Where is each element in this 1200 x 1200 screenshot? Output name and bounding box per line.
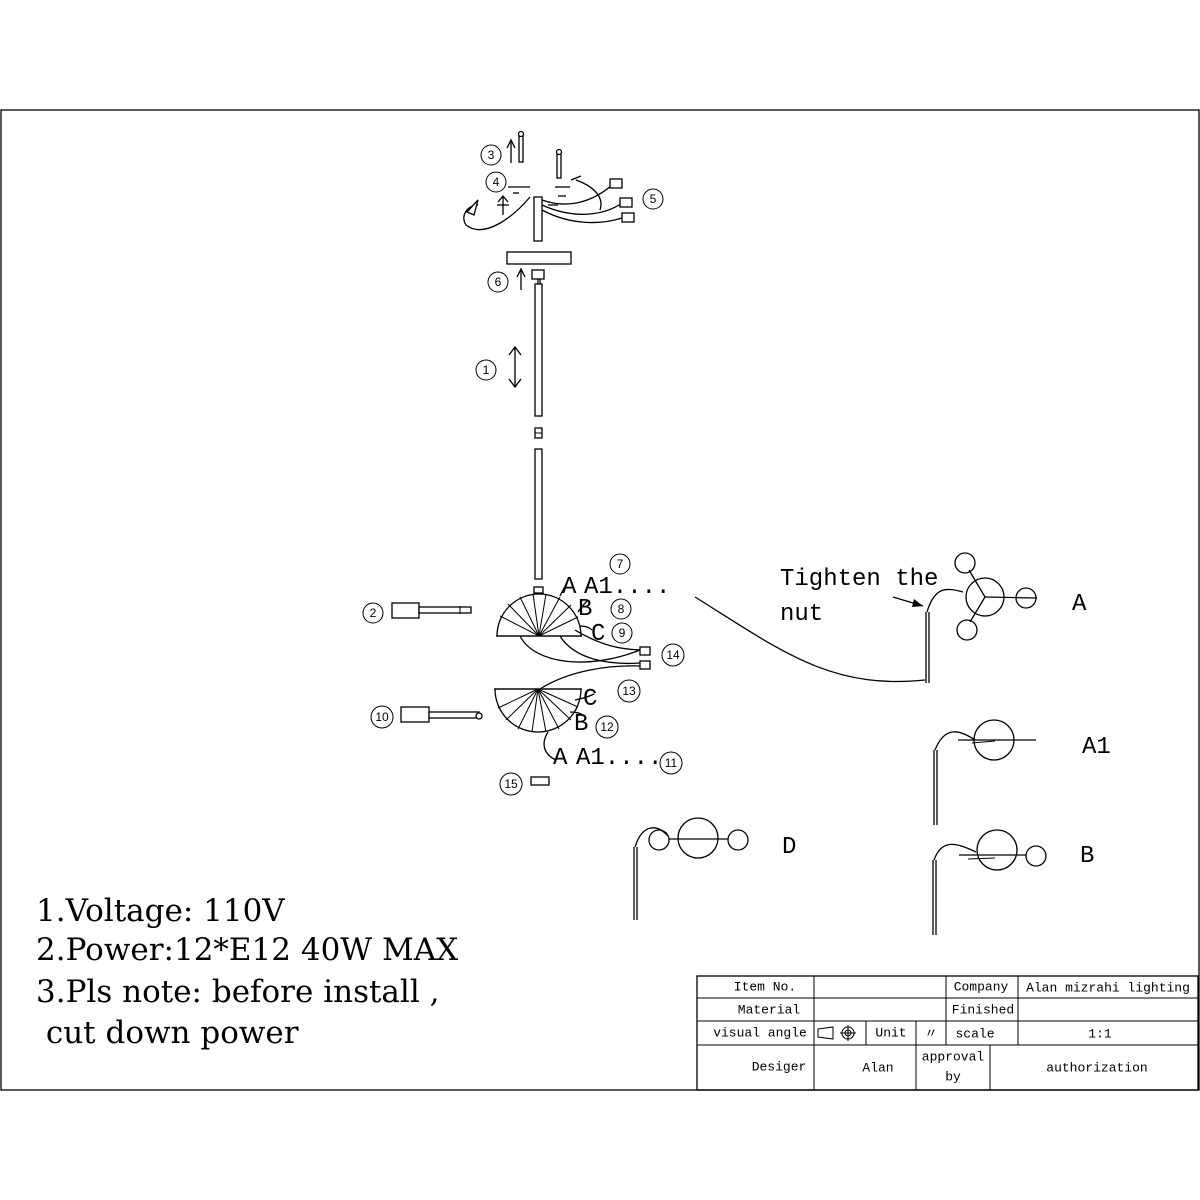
callout-10: 10 bbox=[370, 705, 394, 729]
view-b: B bbox=[932, 829, 1094, 935]
svg-text:5: 5 bbox=[650, 192, 657, 206]
company-value: Alan mizrahi lighting bbox=[1026, 981, 1190, 996]
label-top-a: A bbox=[562, 574, 577, 601]
view-d: D bbox=[633, 817, 796, 920]
svg-text:4: 4 bbox=[493, 175, 500, 189]
note-power: 2.Power:12*E12 40W MAX bbox=[36, 932, 458, 968]
view-a1: A1 bbox=[933, 719, 1111, 825]
svg-text:10: 10 bbox=[375, 710, 389, 724]
callout-11: 11 bbox=[659, 751, 683, 775]
callout-13: 13 bbox=[617, 679, 641, 703]
canopy-plate bbox=[506, 251, 572, 265]
unit-value: 〃 bbox=[924, 1027, 937, 1042]
authorization-label: authorization bbox=[1046, 1061, 1147, 1076]
note-voltage: 1.Voltage: 110V bbox=[36, 893, 285, 929]
callout-5: 5 bbox=[642, 188, 664, 210]
view-d-label: D bbox=[782, 834, 796, 861]
scale-value: 1:1 bbox=[1088, 1027, 1112, 1042]
callout-15: 15 bbox=[499, 772, 523, 796]
callout-4: 4 bbox=[485, 171, 507, 193]
label-bot-b: B bbox=[574, 711, 588, 738]
label-bot-a: A bbox=[553, 745, 568, 772]
svg-text:13: 13 bbox=[622, 684, 636, 698]
callout-9: 9 bbox=[611, 622, 633, 644]
callout-1: 1 bbox=[475, 359, 497, 381]
svg-text:12: 12 bbox=[600, 720, 614, 734]
svg-text:8: 8 bbox=[618, 602, 625, 616]
label-bot-a1: A1.... bbox=[576, 745, 662, 772]
designer-value: Alan bbox=[862, 1061, 893, 1076]
unit-label: Unit bbox=[875, 1026, 906, 1041]
svg-text:2: 2 bbox=[370, 606, 377, 620]
title-block: Item No. Company Alan mizrahi lighting M… bbox=[696, 975, 1199, 1091]
drawing-frame bbox=[0, 109, 1200, 1091]
notes: 1.Voltage: 110V 2.Power:12*E12 40W MAX 3… bbox=[36, 893, 458, 1051]
callout-3: 3 bbox=[480, 144, 502, 166]
tighten-text-line1: Tighten the bbox=[780, 566, 938, 593]
item-no-label: Item No. bbox=[734, 980, 796, 995]
company-label: Company bbox=[954, 980, 1009, 995]
designer-label: Desiger bbox=[752, 1060, 807, 1075]
canopy-hardware bbox=[463, 130, 635, 319]
approval-label-line2: by bbox=[945, 1070, 961, 1085]
extension-rods bbox=[508, 283, 543, 580]
part-15 bbox=[530, 776, 550, 786]
svg-text:15: 15 bbox=[504, 777, 518, 791]
projection-symbol-icon bbox=[817, 1025, 856, 1041]
label-top-b: B bbox=[578, 596, 592, 623]
tighten-text-line2: nut bbox=[780, 601, 823, 628]
arm-2 bbox=[391, 602, 472, 619]
label-top-c: C bbox=[591, 621, 605, 648]
view-a1-label: A1 bbox=[1082, 734, 1111, 761]
scale-label: scale bbox=[955, 1027, 994, 1042]
visual-angle-label: visual angle bbox=[713, 1026, 807, 1041]
callout-14: 14 bbox=[661, 643, 685, 667]
material-label: Material bbox=[738, 1003, 801, 1018]
label-top-a1: A1.... bbox=[584, 574, 670, 601]
hub-labels: A A1.... B C C B A A1.... bbox=[553, 574, 670, 772]
svg-text:14: 14 bbox=[666, 648, 680, 662]
note-caution: 3.Pls note: before install , bbox=[36, 974, 439, 1010]
svg-text:9: 9 bbox=[619, 626, 626, 640]
approval-label-line1: approval bbox=[922, 1050, 985, 1065]
svg-text:11: 11 bbox=[665, 756, 678, 770]
callout-6: 6 bbox=[487, 271, 509, 293]
view-a: A bbox=[926, 552, 1087, 641]
callout-8: 8 bbox=[610, 598, 632, 620]
tighten-detail: Tighten the nut bbox=[694, 566, 938, 683]
callout-12: 12 bbox=[595, 715, 619, 739]
label-bot-c: C bbox=[583, 686, 597, 713]
svg-text:6: 6 bbox=[495, 275, 502, 289]
callout-7: 7 bbox=[609, 553, 631, 575]
finished-label: Finished bbox=[952, 1003, 1014, 1018]
svg-text:7: 7 bbox=[617, 557, 624, 571]
view-a-label: A bbox=[1072, 591, 1087, 618]
callout-2: 2 bbox=[362, 602, 384, 624]
lower-hub bbox=[494, 665, 641, 761]
callouts: 1 2 3 4 5 6 7 8 9 10 11 12 13 14 15 bbox=[362, 144, 685, 796]
svg-text:3: 3 bbox=[488, 148, 495, 162]
upper-hub bbox=[496, 579, 651, 670]
svg-text:1: 1 bbox=[483, 363, 490, 377]
arm-10 bbox=[400, 706, 483, 723]
note-caution-cont: cut down power bbox=[36, 1015, 299, 1051]
view-b-label: B bbox=[1080, 843, 1094, 870]
